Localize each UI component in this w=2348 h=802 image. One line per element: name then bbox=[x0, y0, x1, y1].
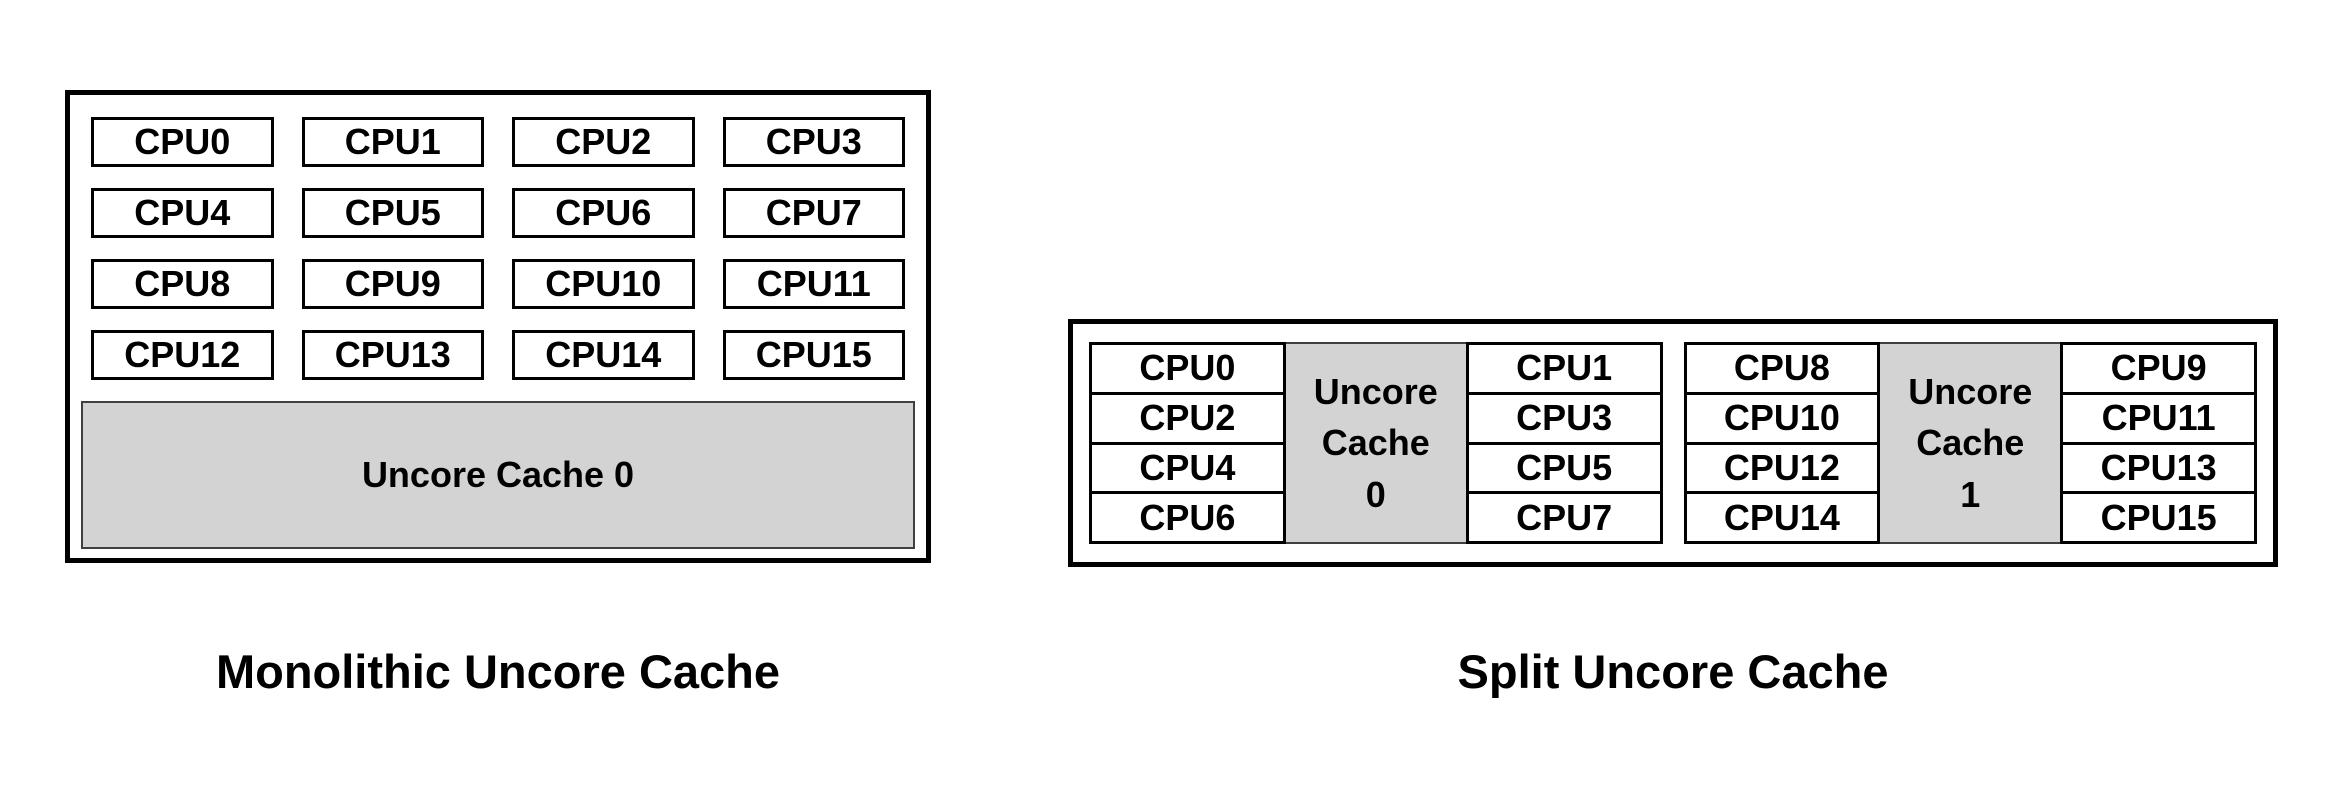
cpu-box: CPU2 bbox=[512, 117, 695, 167]
cluster-1-right-column: CPU9 CPU11 CPU13 CPU15 bbox=[2060, 342, 2257, 544]
cpu-box: CPU9 bbox=[301, 259, 484, 309]
split-cluster-0: CPU0 CPU2 CPU4 CPU6 Uncore Cache 0 CPU1 … bbox=[1089, 342, 1663, 544]
cpu-box: CPU1 bbox=[301, 117, 484, 167]
cpu-box: CPU13 bbox=[2060, 441, 2257, 495]
cpu-box: CPU9 bbox=[2060, 342, 2257, 395]
cpu-box: CPU15 bbox=[722, 330, 905, 380]
cpu-box: CPU5 bbox=[1465, 441, 1663, 495]
cpu-box: CPU1 bbox=[1465, 342, 1663, 395]
cpu-box: CPU12 bbox=[91, 330, 274, 380]
monolithic-caption: Monolithic Uncore Cache bbox=[215, 645, 781, 698]
cpu-box: CPU0 bbox=[91, 117, 274, 167]
cpu-box: CPU14 bbox=[1683, 491, 1881, 544]
cpu-box: CPU0 bbox=[1089, 342, 1286, 395]
cluster-0-right-column: CPU1 CPU3 CPU5 CPU7 bbox=[1465, 342, 1663, 544]
cpu-box: CPU6 bbox=[1089, 491, 1286, 544]
cluster-0-left-column: CPU0 CPU2 CPU4 CPU6 bbox=[1089, 342, 1286, 544]
cpu-box: CPU3 bbox=[722, 117, 905, 167]
uncore-cache-0-box: Uncore Cache 0 bbox=[81, 401, 915, 549]
cpu-box: CPU3 bbox=[1465, 391, 1663, 445]
cpu-box: CPU7 bbox=[722, 188, 905, 238]
cpu-box: CPU12 bbox=[1683, 441, 1881, 495]
cpu-box: CPU10 bbox=[512, 259, 695, 309]
cpu-box: CPU13 bbox=[301, 330, 484, 380]
cpu-box: CPU7 bbox=[1465, 491, 1663, 544]
cpu-box: CPU10 bbox=[1683, 391, 1881, 445]
cpu-box: CPU4 bbox=[1089, 441, 1286, 495]
monolithic-cpu-grid: CPU0 CPU1 CPU2 CPU3 CPU4 CPU5 CPU6 CPU7 … bbox=[91, 117, 905, 380]
cpu-box: CPU8 bbox=[91, 259, 274, 309]
cpu-box: CPU11 bbox=[722, 259, 905, 309]
cpu-box: CPU6 bbox=[512, 188, 695, 238]
cpu-box: CPU4 bbox=[91, 188, 274, 238]
cpu-box: CPU11 bbox=[2060, 391, 2257, 445]
split-processor-box: CPU0 CPU2 CPU4 CPU6 Uncore Cache 0 CPU1 … bbox=[1068, 319, 2278, 567]
cpu-box: CPU5 bbox=[301, 188, 484, 238]
cluster-1-left-column: CPU8 CPU10 CPU12 CPU14 bbox=[1683, 342, 1881, 544]
split-caption: Split Uncore Cache bbox=[1457, 645, 1889, 698]
monolithic-processor-box: CPU0 CPU1 CPU2 CPU3 CPU4 CPU5 CPU6 CPU7 … bbox=[65, 90, 931, 563]
cpu-box: CPU15 bbox=[2060, 491, 2257, 544]
split-cluster-1: CPU8 CPU10 CPU12 CPU14 Uncore Cache 1 CP… bbox=[1683, 342, 2257, 544]
uncore-cache-1-box: Uncore Cache 1 bbox=[1877, 342, 2064, 544]
cpu-box: CPU14 bbox=[512, 330, 695, 380]
cpu-box: CPU8 bbox=[1683, 342, 1881, 395]
uncore-cache-0-box: Uncore Cache 0 bbox=[1282, 342, 1469, 544]
cpu-box: CPU2 bbox=[1089, 391, 1286, 445]
